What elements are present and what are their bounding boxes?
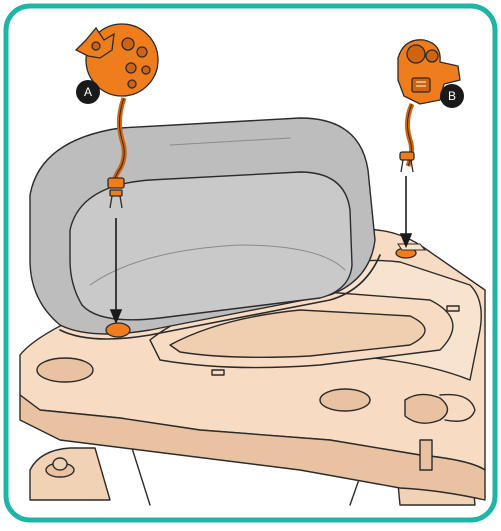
callout-b-label: B xyxy=(448,89,456,103)
callout-a-label: A xyxy=(84,85,92,99)
callout-a-badge: A xyxy=(76,80,100,104)
mount-hole-icon xyxy=(106,323,130,337)
callout-b-badge: B xyxy=(440,84,464,108)
cup-holder-right xyxy=(320,389,370,411)
cup-holder-left xyxy=(37,358,93,382)
